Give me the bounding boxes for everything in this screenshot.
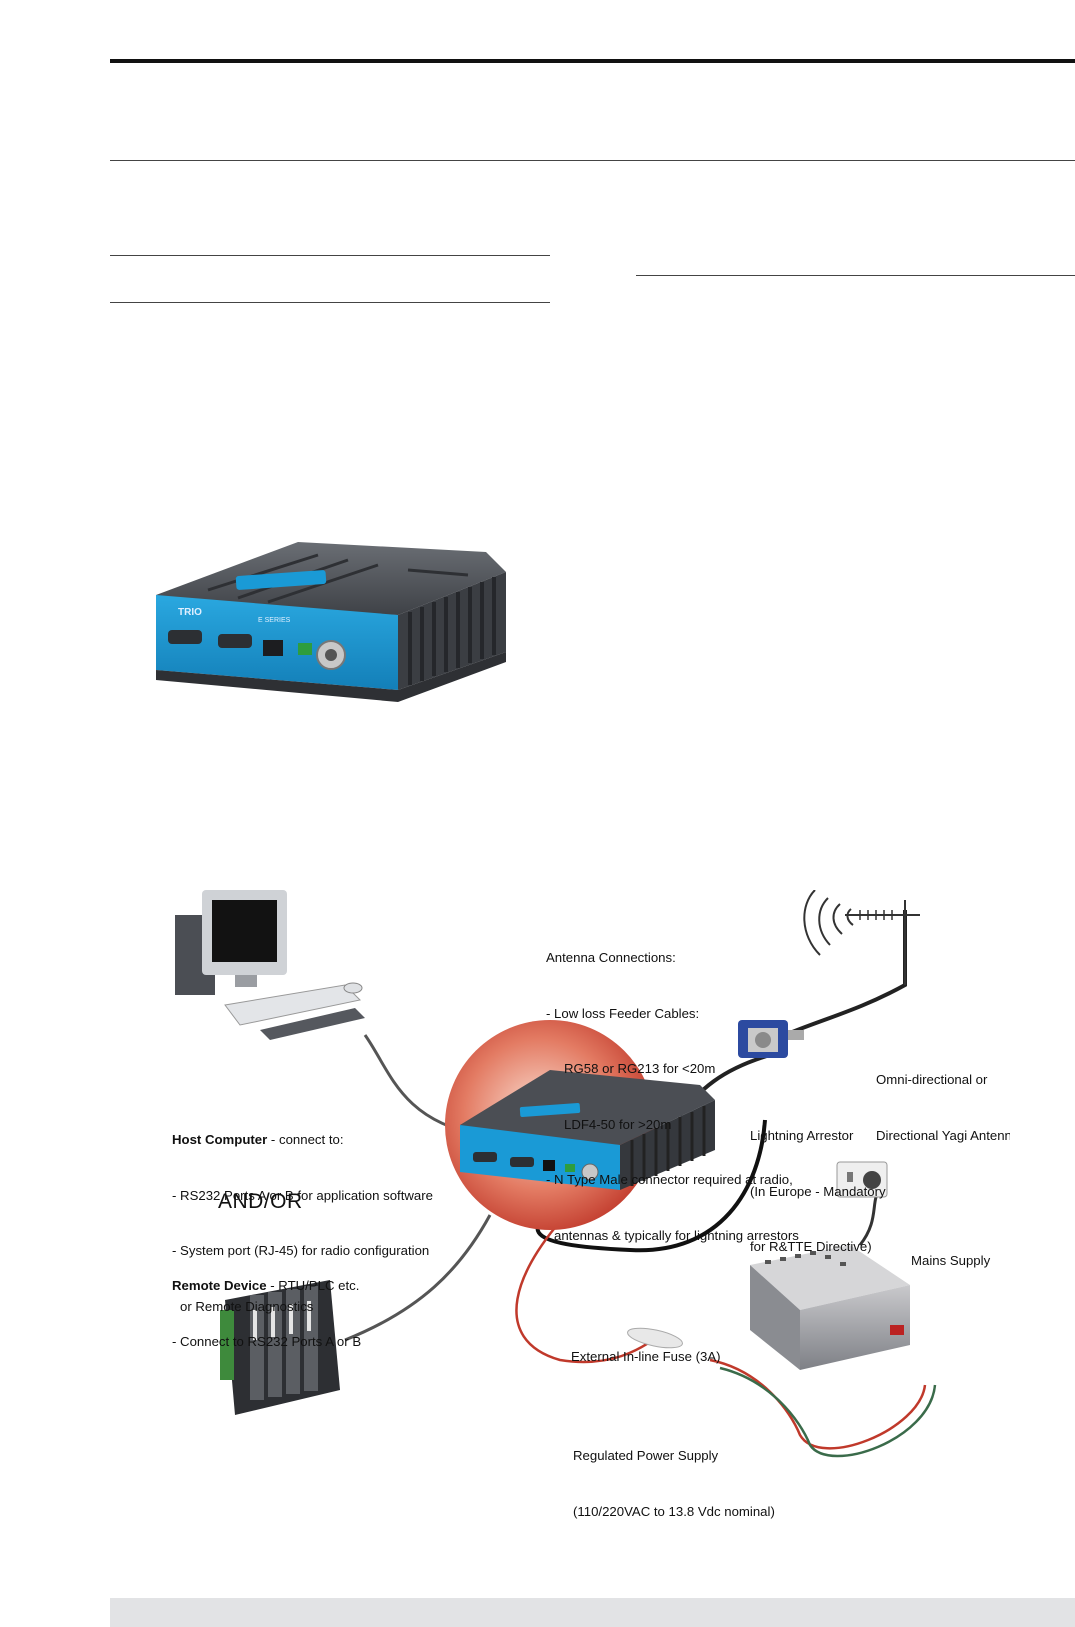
mains-supply-label: Mains Supply (911, 1253, 991, 1268)
remote-device-illustration (220, 1280, 340, 1415)
lightning-arrestor-line3: for R&TTE Directive) (750, 1239, 872, 1254)
host-computer-heading-suffix: - connect to: (267, 1132, 344, 1147)
remote-device-callout: Remote Device - RTU/PLC etc. - Connect t… (172, 1240, 361, 1370)
power-supply-line2: (110/220VAC to 13.8 Vdc nominal) (573, 1503, 775, 1519)
radio-brand-text: TRIO (178, 607, 202, 618)
power-supply-illustration (750, 1245, 910, 1370)
radio-series-text: E SERIES (258, 617, 291, 624)
yagi-antenna-illustration (803, 890, 920, 985)
header-rule-thick (110, 59, 1075, 63)
host-computer-callout: Host Computer - connect to: - RS232 Port… (172, 1094, 433, 1335)
remote-device-heading: Remote Device (172, 1278, 267, 1293)
host-computer-line2: - System port (RJ-45) for radio configur… (172, 1243, 430, 1258)
antenna-connections-line3: LDF4-50 for >20m (564, 1116, 672, 1132)
antenna-feeder-cable (784, 910, 907, 1037)
host-computer-line3: or Remote Diagnostics (180, 1298, 314, 1314)
radio-diagram-illustration (460, 1070, 715, 1190)
power-supply-line1: Regulated Power Supply (573, 1448, 719, 1463)
fuse-label: External In-line Fuse (3A) (571, 1349, 721, 1364)
antenna-connections-title: Antenna Connections: (546, 950, 676, 965)
antenna-label-line1: Omni-directional or (876, 1072, 988, 1087)
right-column-rule (636, 275, 1075, 276)
host-computer-line1: - RS232 Ports A or B for application sof… (172, 1187, 433, 1203)
radio-product-photo: TRIO E SERIES (156, 542, 506, 702)
antenna-connections-callout: Antenna Connections: - Low loss Feeder C… (546, 912, 799, 1264)
antenna-label-line2: Directional Yagi Antenna (876, 1127, 1010, 1143)
antenna-connections-line4: - N Type Male connector required at radi… (546, 1172, 793, 1187)
remote-device-heading-suffix: - RTU/PLC etc. (266, 1278, 360, 1293)
host-computer-heading: Host Computer (172, 1132, 268, 1147)
antenna-connections-line5: antennas & typically for lightning arres… (554, 1227, 799, 1243)
host-computer-illustration (175, 890, 365, 1040)
lightning-arrestor-line1: Lightning Arrestor (750, 1128, 854, 1143)
mains-socket-illustration (836, 1161, 888, 1198)
and-or-label: AND/OR (218, 1190, 303, 1213)
remote-device-cable (344, 1214, 492, 1342)
header-rule-thin (110, 160, 1075, 161)
system-diagram (175, 890, 937, 1458)
footer-bar (110, 1598, 1075, 1627)
lightning-arrestor-label: Lightning Arrestor (In Europe - Mandator… (750, 1090, 886, 1275)
lightning-arrestor-illustration (738, 1020, 804, 1058)
remote-device-line1: - Connect to RS232 Ports A or B (172, 1333, 362, 1349)
inline-fuse-illustration (627, 1327, 683, 1349)
lightning-arrestor-line2: (In Europe - Mandatory (750, 1183, 886, 1199)
antenna-connections-line1: - Low loss Feeder Cables: (546, 1005, 700, 1021)
antenna-connections-line2: RG58 or RG213 for <20m (564, 1061, 716, 1076)
power-supply-label: Regulated Power Supply (110/220VAC to 13… (573, 1410, 775, 1540)
power-cable-red (515, 1199, 661, 1364)
antenna-label: Omni-directional or Directional Yagi Ant… (876, 1034, 1010, 1164)
left-column-rule-bottom (110, 302, 550, 303)
left-column-rule-top (110, 255, 550, 256)
